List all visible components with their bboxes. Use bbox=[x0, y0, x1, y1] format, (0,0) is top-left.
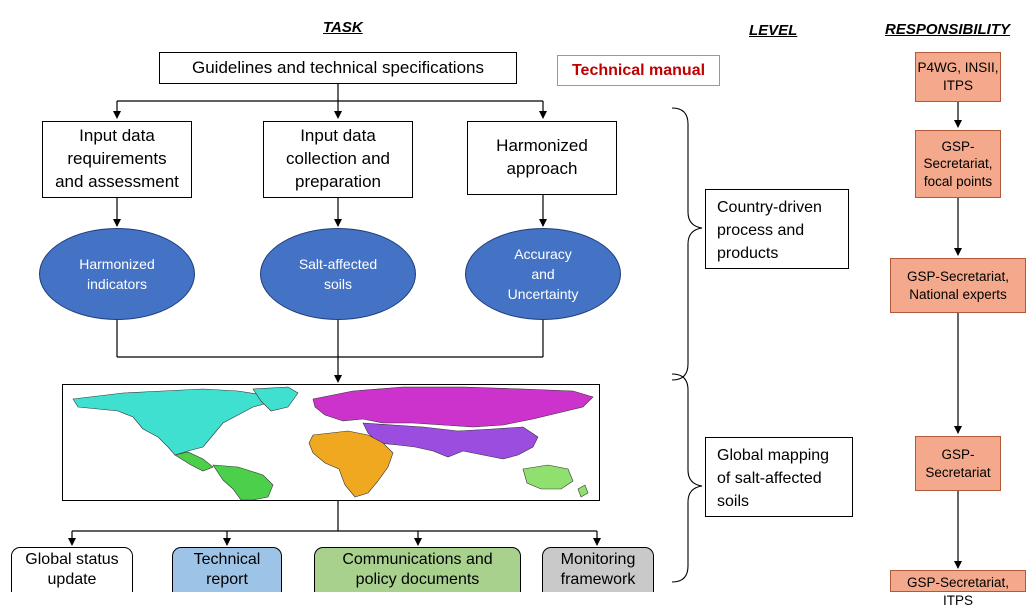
level-country-driven: Country-driven process and products bbox=[705, 189, 849, 269]
resp-gsp-secretariat: GSP- Secretariat bbox=[915, 436, 1001, 491]
responsibility-header: RESPONSIBILITY bbox=[885, 21, 1011, 38]
level-global-mapping: Global mapping of salt-affected soils bbox=[705, 437, 853, 517]
task-header: TASK bbox=[323, 19, 363, 36]
connector-lines bbox=[68, 82, 962, 583]
input-requirements-box: Input data requirements and assessment bbox=[42, 121, 192, 198]
resp-gsp-focal-points: GSP- Secretariat, focal points bbox=[915, 130, 1001, 198]
output-global-status: Global status update bbox=[11, 547, 133, 592]
harmonized-indicators-oval: Harmonized indicators bbox=[39, 228, 195, 320]
resp-gsp-national-experts: GSP-Secretariat, National experts bbox=[890, 258, 1026, 313]
salt-affected-soils-oval: Salt-affected soils bbox=[260, 228, 416, 320]
harmonized-approach-box: Harmonized approach bbox=[467, 121, 617, 195]
world-map-icon bbox=[72, 386, 594, 500]
world-map bbox=[62, 384, 600, 501]
output-communications: Communications and policy documents bbox=[314, 547, 521, 592]
resp-gsp-itps: GSP-Secretariat, ITPS bbox=[890, 570, 1026, 608]
guidelines-box: Guidelines and technical specifications bbox=[159, 52, 517, 84]
level-header: LEVEL bbox=[749, 22, 798, 39]
resp-p4wg: P4WG, INSII, ITPS bbox=[915, 52, 1001, 102]
accuracy-uncertainty-oval: Accuracy and Uncertainty bbox=[465, 228, 621, 320]
output-monitoring-framework: Monitoring framework bbox=[542, 547, 654, 592]
output-technical-report: Technical report bbox=[172, 547, 282, 592]
input-collection-box: Input data collection and preparation bbox=[263, 121, 413, 198]
technical-manual-box: Technical manual bbox=[557, 55, 720, 86]
